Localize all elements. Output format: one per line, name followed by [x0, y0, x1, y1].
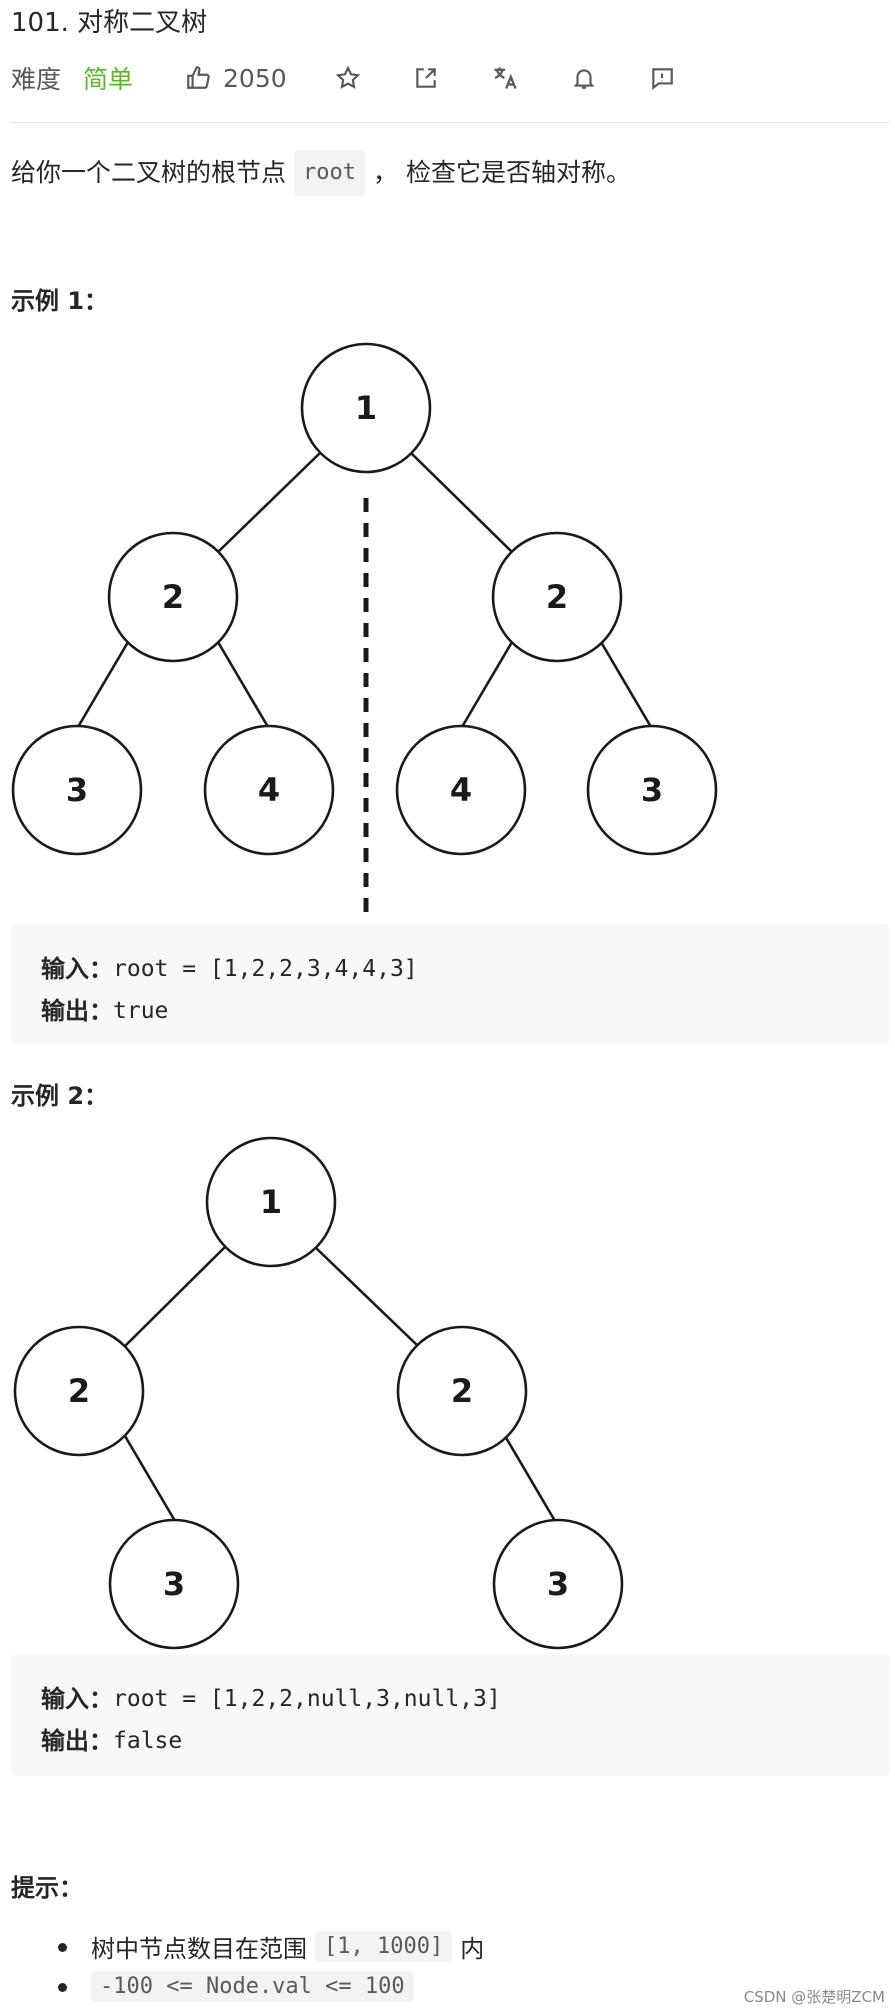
feedback-button[interactable]: [649, 65, 675, 91]
tree-node: 3: [11, 724, 143, 856]
star-icon: [335, 65, 360, 89]
output-row: 输出： true: [41, 990, 890, 1032]
favorite-button[interactable]: [335, 65, 361, 91]
tree-node: 4: [395, 724, 527, 856]
tips-heading: 提示：: [11, 1874, 83, 1902]
svg-text:1: 1: [260, 1183, 282, 1221]
subscribe-button[interactable]: [571, 65, 597, 91]
tree-edge: [217, 452, 321, 553]
like-icon: [187, 66, 210, 89]
output-label: 输出：: [41, 997, 113, 1025]
output-label: 输出：: [41, 1727, 113, 1755]
tip-text-end: 内: [460, 1934, 485, 1963]
description-text-end: ， 检查它是否轴对称。: [373, 158, 631, 187]
bell-icon: [573, 69, 594, 89]
svg-text:4: 4: [258, 771, 280, 809]
tree-edge: [314, 1246, 419, 1347]
like-button[interactable]: 2050: [185, 64, 287, 93]
output-row: 输出： false: [41, 1720, 890, 1762]
example-1-tree-image: 1 2 2 3 4 4 3: [11, 342, 718, 922]
like-count: 2050: [223, 63, 287, 93]
output-value: true: [113, 998, 169, 1024]
tree-edge: [460, 641, 514, 728]
watermark: CSDN @张楚明ZCM: [743, 1988, 885, 2006]
difficulty-label: 难度: [11, 65, 62, 94]
tip-text: 树中节点数目在范围: [91, 1934, 307, 1963]
input-value: root = [1,2,2,null,3,null,3]: [113, 1686, 501, 1712]
svg-text:3: 3: [66, 771, 88, 809]
tree-edge: [76, 641, 130, 728]
tree-node: 3: [586, 724, 718, 856]
input-label: 输入：: [41, 1685, 113, 1713]
inline-code: -100 <= Node.val <= 100: [91, 1970, 414, 2002]
example-2-tree-image: 1 2 2 3 3: [13, 1136, 624, 1650]
svg-text:2: 2: [451, 1372, 473, 1410]
tree-node: 2: [13, 1325, 145, 1457]
input-value: root = [1,2,2,3,4,4,3]: [113, 956, 418, 982]
input-row: 输入： root = [1,2,2,null,3,null,3]: [41, 1678, 890, 1720]
tree-edge: [599, 641, 653, 728]
example-2-io-block: 输入： root = [1,2,2,null,3,null,3] 输出： fal…: [11, 1654, 890, 1776]
tree-node: 3: [492, 1518, 624, 1650]
problem-toolbar: 难度 简单 2050: [11, 58, 727, 98]
tree-edge: [410, 452, 513, 553]
tree-node: 4: [203, 724, 335, 856]
tree-edge: [503, 1435, 557, 1522]
output-value: false: [113, 1728, 183, 1754]
input-row: 输入： root = [1,2,2,3,4,4,3]: [41, 948, 890, 990]
tips-list: 树中节点数目在范围 [1, 1000] 内 -100 <= Node.val <…: [0, 1926, 484, 2006]
tree-edge: [123, 1435, 177, 1522]
list-item: -100 <= Node.val <= 100: [0, 1966, 484, 2006]
tree-node: 3: [108, 1518, 240, 1650]
share-icon: [415, 68, 436, 88]
svg-text:2: 2: [546, 578, 568, 616]
inline-code: [1, 1000]: [315, 1930, 453, 1962]
share-button[interactable]: [413, 65, 439, 91]
example-1-heading: 示例 1：: [11, 287, 109, 315]
problem-description: 给你一个二叉树的根节点 root ， 检查它是否轴对称。: [11, 150, 631, 196]
tree-node: 2: [107, 531, 239, 663]
problem-title: 101. 对称二叉树: [11, 8, 208, 38]
feedback-icon: [651, 68, 673, 91]
input-label: 输入：: [41, 955, 113, 983]
svg-text:1: 1: [355, 389, 377, 427]
list-item: 树中节点数目在范围 [1, 1000] 内: [0, 1926, 484, 1966]
tree-node: 2: [396, 1325, 528, 1457]
svg-text:4: 4: [450, 771, 472, 809]
tree-node: 1: [300, 342, 432, 474]
svg-text:3: 3: [641, 771, 663, 809]
translate-icon: [494, 67, 517, 89]
description-text: 给你一个二叉树的根节点: [11, 158, 287, 187]
tree-edge: [216, 641, 270, 728]
tree-node: 1: [205, 1136, 337, 1268]
example-1-io-block: 输入： root = [1,2,2,3,4,4,3] 输出： true: [11, 924, 890, 1045]
difficulty-badge: 简单: [83, 65, 134, 94]
inline-code: root: [294, 150, 365, 196]
svg-text:3: 3: [547, 1565, 569, 1603]
translate-button[interactable]: [491, 64, 519, 92]
tree-node: 2: [491, 531, 623, 663]
example-2-heading: 示例 2：: [11, 1082, 109, 1110]
divider: [11, 122, 890, 123]
svg-text:2: 2: [162, 578, 184, 616]
svg-text:2: 2: [68, 1372, 90, 1410]
tree-edge: [124, 1246, 226, 1347]
svg-text:3: 3: [163, 1565, 185, 1603]
